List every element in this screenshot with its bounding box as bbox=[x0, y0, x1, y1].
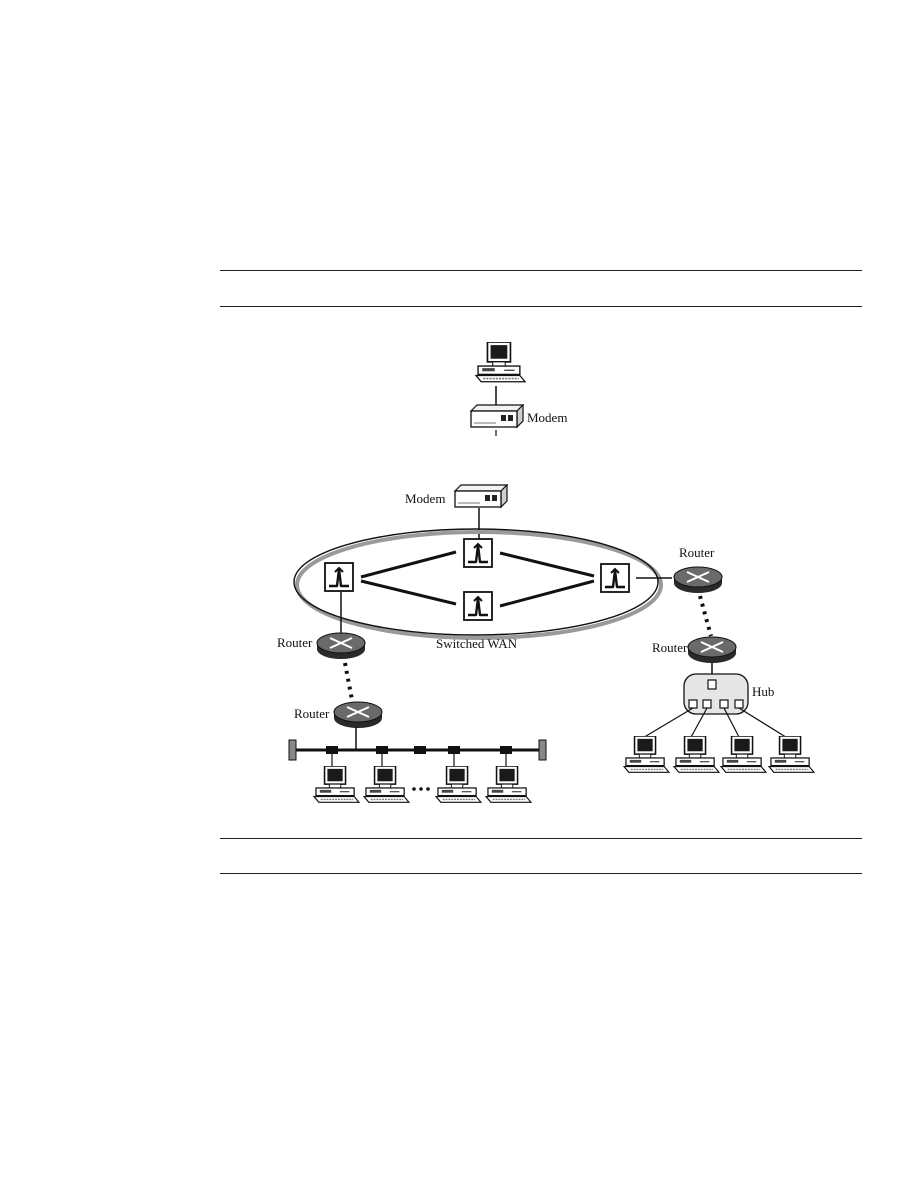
hub-label: Hub bbox=[752, 684, 774, 699]
router-icon bbox=[333, 701, 383, 729]
hub bbox=[683, 673, 749, 715]
bus-lan bbox=[288, 739, 547, 761]
wan-modem bbox=[454, 484, 508, 508]
switch-icon bbox=[599, 563, 631, 593]
switch-icon bbox=[323, 562, 355, 592]
modem-icon bbox=[454, 484, 508, 508]
hub-icon bbox=[683, 673, 749, 715]
switch-icon bbox=[462, 538, 494, 568]
switched-wan-label: Switched WAN bbox=[436, 636, 518, 651]
computer-icon bbox=[475, 342, 526, 383]
computer-icon bbox=[313, 766, 360, 804]
top-rule-2 bbox=[220, 306, 862, 307]
computer-icon bbox=[673, 736, 720, 774]
modem-icon bbox=[470, 404, 524, 428]
computer-icon bbox=[435, 766, 482, 804]
standalone-computer bbox=[475, 342, 526, 383]
computer-icon bbox=[485, 766, 532, 804]
router-icon bbox=[316, 632, 366, 660]
switch-icon bbox=[462, 591, 494, 621]
router-icon bbox=[687, 636, 737, 664]
bottom-rule-2 bbox=[220, 873, 862, 874]
top-rule-1 bbox=[220, 270, 862, 271]
modem-wan-label: Modem bbox=[405, 491, 445, 506]
computer-icon bbox=[768, 736, 815, 774]
router-right-upper-label: Router bbox=[679, 545, 715, 560]
standalone-modem bbox=[470, 404, 524, 436]
router-left-upper-label: Router bbox=[277, 635, 313, 650]
router-right-lower-label: Router bbox=[652, 640, 688, 655]
bottom-rule-1 bbox=[220, 838, 862, 839]
switched-wan-boundary bbox=[293, 528, 659, 636]
computer-icon bbox=[623, 736, 670, 774]
router-left-lower-label: Router bbox=[294, 706, 330, 721]
computer-icon bbox=[720, 736, 767, 774]
computer-icon bbox=[363, 766, 410, 804]
modem-top-label: Modem bbox=[527, 410, 567, 425]
ellipsis-more-computers bbox=[412, 787, 430, 791]
router-icon bbox=[673, 566, 723, 594]
